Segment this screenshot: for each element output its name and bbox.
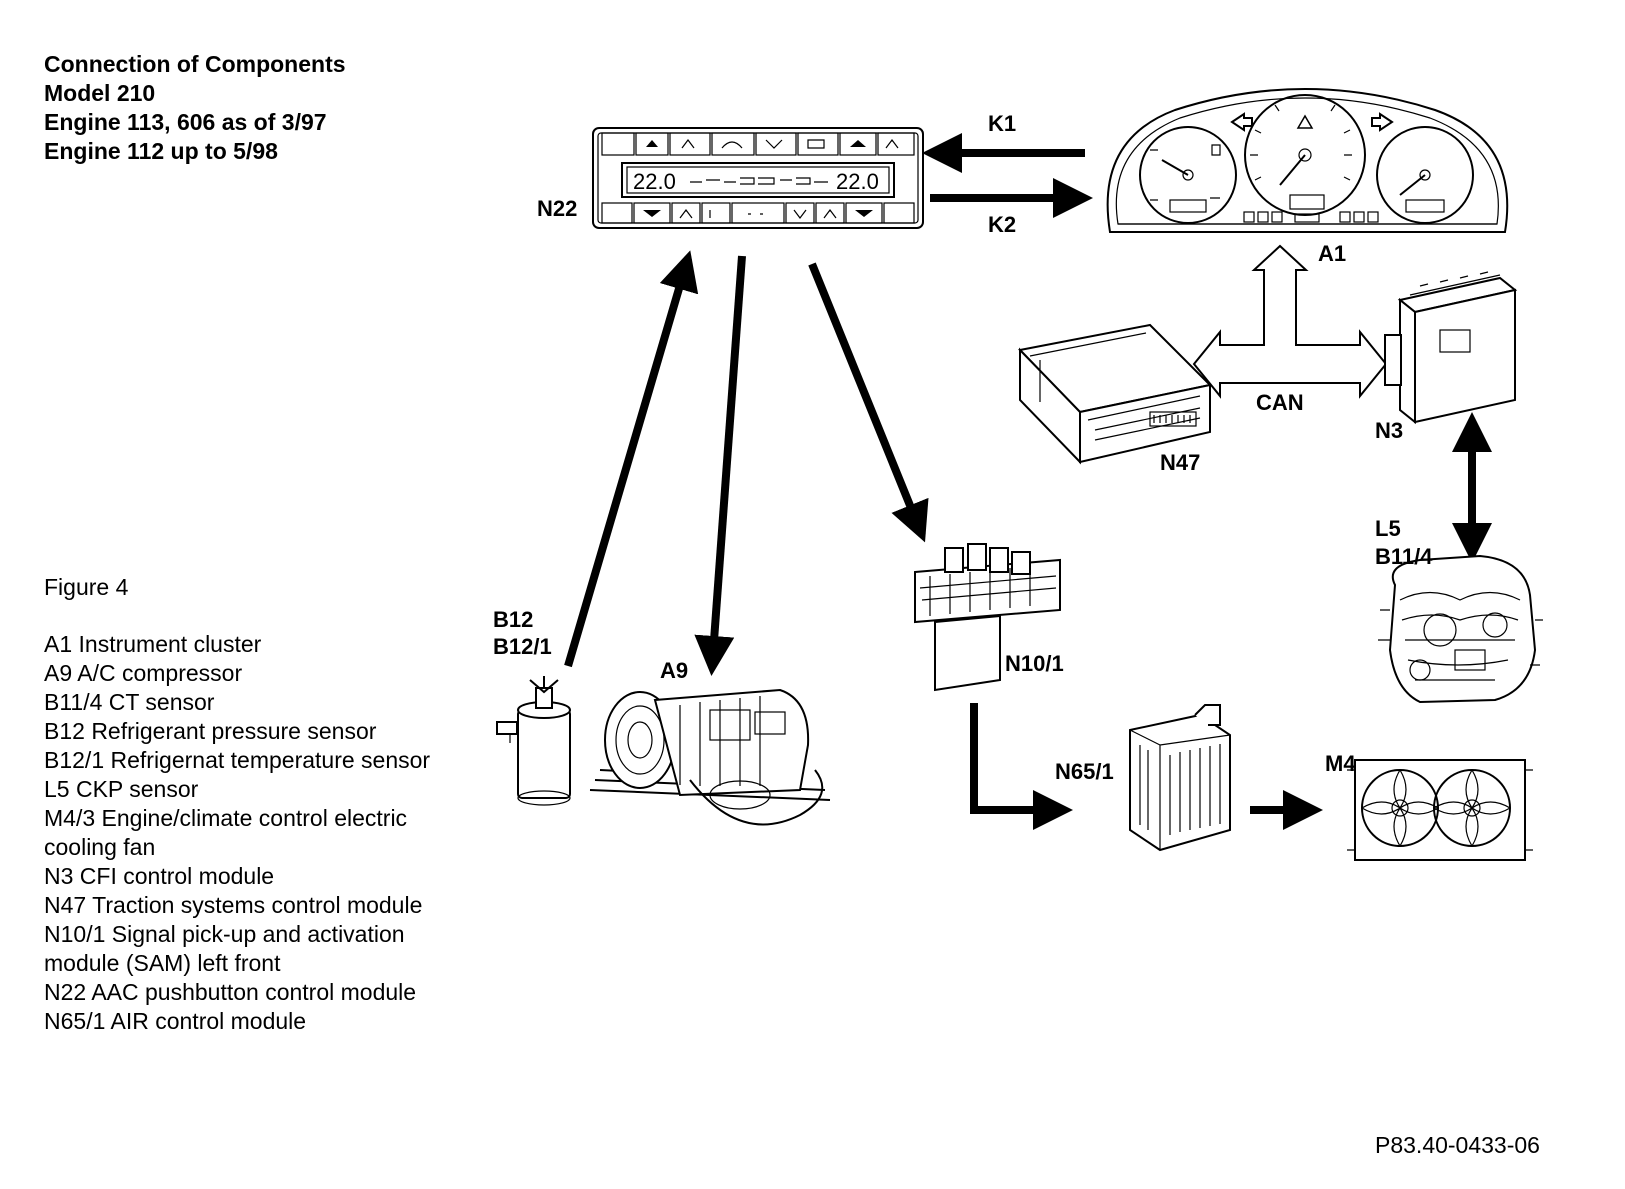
legend-item: B12 Refrigerant pressure sensor <box>44 718 377 744</box>
n47-traction-module <box>1017 323 1213 465</box>
n10-1-sam-module <box>914 543 1061 692</box>
n65-1-air-module <box>1129 704 1231 852</box>
n22-top-buttons <box>601 132 915 156</box>
diagram-title: Connection of Components Model 210 Engin… <box>44 50 346 166</box>
label-b12: B12 <box>493 607 533 632</box>
label-b12-1: B12/1 <box>493 634 552 659</box>
title-line: Connection of Components <box>44 51 346 77</box>
legend-item: B12/1 Refrigernat temperature sensor <box>44 747 431 773</box>
arrow-b12-to-n22 <box>564 250 699 668</box>
label-k1: K1 <box>988 111 1016 136</box>
legend-item: N65/1 AIR control module <box>44 1008 307 1034</box>
engine-l5-b11-4 <box>1378 554 1543 704</box>
a9-ac-compressor <box>589 688 831 826</box>
title-line: Model 210 <box>44 80 156 106</box>
figure-label: Figure 4 <box>44 574 129 600</box>
legend-item: L5 CKP sensor <box>44 776 199 802</box>
n22-control-panel: 22.0 22.0 <box>592 127 924 229</box>
arrow-n10-1-to-n65-1 <box>970 703 1073 830</box>
n22-left-temp: 22.0 <box>633 169 676 194</box>
reference-number: P83.40-0433-06 <box>1375 1132 1540 1158</box>
label-can: CAN <box>1256 390 1304 415</box>
label-n65-1: N65/1 <box>1055 759 1114 784</box>
label-a9: A9 <box>660 658 688 683</box>
legend-item: N3 CFI control module <box>44 863 275 889</box>
label-a1: A1 <box>1318 241 1346 266</box>
a1-instrument-cluster <box>1106 88 1509 233</box>
label-n47: N47 <box>1160 450 1200 475</box>
label-n22: N22 <box>537 196 577 221</box>
title-line: Engine 112 up to 5/98 <box>44 138 278 164</box>
legend-item: N47 Traction systems control module <box>44 892 423 918</box>
arrow-n22-to-a9 <box>694 255 746 676</box>
label-m4: M4 <box>1325 751 1356 776</box>
legend-item: A1 Instrument cluster <box>44 631 262 657</box>
label-n10-1: N10/1 <box>1005 651 1064 676</box>
label-l5: L5 <box>1375 516 1401 541</box>
legend-item: B11/4 CT sensor <box>44 689 215 715</box>
title-line: Engine 113, 606 as of 3/97 <box>44 109 327 135</box>
component-legend: A1 Instrument cluster A9 A/C compressor … <box>44 630 474 1036</box>
n22-right-temp: 22.0 <box>836 169 879 194</box>
legend-item: A9 A/C compressor <box>44 660 243 686</box>
n3-cfi-module <box>1384 271 1518 425</box>
can-bus-connector <box>1192 244 1388 399</box>
label-k2: K2 <box>988 212 1016 237</box>
m4-cooling-fan <box>1347 759 1533 861</box>
legend-item: N22 AAC pushbutton control module <box>44 979 417 1005</box>
label-n3: N3 <box>1375 418 1403 443</box>
b12-sensor <box>496 676 571 806</box>
legend-item: M4/3 Engine/climate control electric coo… <box>44 805 408 860</box>
arrow-n22-to-n10-1 <box>808 262 929 543</box>
legend-item: N10/1 Signal pick-up and activation modu… <box>44 921 405 976</box>
n22-bottom-buttons <box>601 202 915 224</box>
label-b11-4: B11/4 <box>1375 544 1433 569</box>
